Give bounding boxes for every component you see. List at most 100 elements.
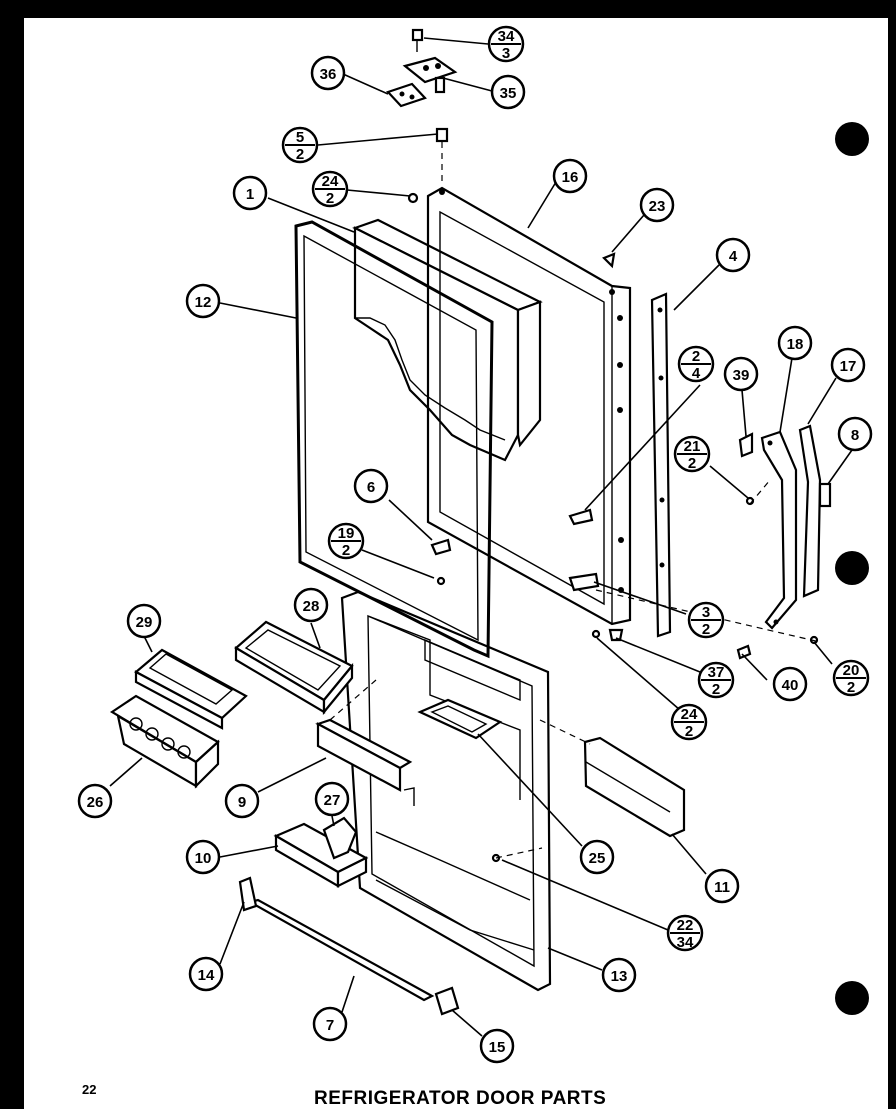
svg-text:3: 3 [502, 45, 510, 62]
callout-34-3: 343 [487, 25, 525, 63]
svg-text:14: 14 [198, 967, 215, 984]
hinge-bushing [435, 127, 449, 143]
svg-text:24: 24 [322, 173, 339, 190]
end-cap-insert [818, 482, 832, 508]
callout-16: 16 [552, 158, 588, 194]
scan-border-top [0, 0, 896, 18]
callout-18: 18 [777, 325, 813, 361]
door-stop-plug [602, 252, 616, 269]
svg-text:11: 11 [714, 879, 730, 896]
callout-8: 8 [837, 416, 873, 452]
svg-text:12: 12 [195, 294, 212, 311]
svg-text:17: 17 [840, 358, 857, 375]
svg-text:9: 9 [238, 794, 246, 811]
callout-40: 40 [772, 666, 808, 702]
svg-text:27: 27 [324, 792, 341, 809]
door-insulation-block [352, 218, 543, 462]
callout-13: 13 [601, 957, 637, 993]
hinge-bracket [402, 56, 458, 94]
svg-text:34: 34 [677, 934, 694, 951]
svg-text:2: 2 [296, 146, 304, 163]
callout-27: 27 [314, 781, 350, 817]
binder-hole-middle [835, 551, 869, 585]
callout-17: 17 [830, 347, 866, 383]
retainer-screw [436, 576, 446, 586]
shelf-front [315, 718, 415, 806]
bin-clip [322, 816, 358, 860]
door-stop [568, 508, 594, 526]
svg-text:24: 24 [681, 706, 698, 723]
svg-text:23: 23 [649, 198, 666, 215]
dairy-cover [134, 648, 248, 730]
hinge-shim [386, 82, 427, 108]
svg-text:40: 40 [782, 677, 799, 694]
svg-text:2: 2 [685, 723, 693, 740]
callout-1: 1 [232, 175, 268, 211]
svg-text:15: 15 [489, 1039, 506, 1056]
bottom-trim [247, 898, 435, 1002]
callout-20-2: 202 [832, 659, 870, 697]
binder-hole-bottom [835, 981, 869, 1015]
outer-door-panel [426, 186, 632, 626]
page-number: 22 [82, 1082, 97, 1097]
callout-26: 26 [77, 783, 113, 819]
callout-10: 10 [185, 839, 221, 875]
svg-text:6: 6 [367, 479, 375, 496]
svg-text:25: 25 [589, 850, 606, 867]
door-handle [760, 430, 798, 630]
callout-14: 14 [188, 956, 224, 992]
svg-text:35: 35 [500, 85, 517, 102]
svg-text:4: 4 [729, 248, 738, 265]
leader-lines [109, 37, 853, 1037]
svg-text:29: 29 [136, 614, 153, 631]
callout-39: 39 [723, 356, 759, 392]
svg-text:3: 3 [702, 604, 710, 621]
callout-29: 29 [126, 603, 162, 639]
callout-2-4: 24 [677, 345, 715, 383]
callout-12: 12 [185, 283, 221, 319]
svg-text:2: 2 [692, 348, 700, 365]
egg-rack [109, 694, 220, 789]
svg-text:4: 4 [692, 365, 701, 382]
shelf-bar [583, 736, 686, 838]
svg-text:2: 2 [342, 542, 350, 559]
svg-text:19: 19 [338, 525, 355, 542]
handle-mount-screw [736, 644, 752, 660]
callout-23: 23 [639, 187, 675, 223]
svg-text:36: 36 [320, 66, 337, 83]
svg-text:2: 2 [688, 455, 696, 472]
svg-text:18: 18 [787, 336, 804, 353]
callout-3-2: 32 [687, 601, 725, 639]
trim-end-cap-right [434, 986, 460, 1016]
callout-4: 4 [715, 237, 751, 273]
svg-text:7: 7 [326, 1017, 334, 1034]
hinge-pin-plug [407, 192, 419, 204]
svg-text:39: 39 [733, 367, 750, 384]
binder-hole-top [835, 122, 869, 156]
svg-text:21: 21 [684, 438, 701, 455]
callout-24-2-top: 242 [311, 170, 349, 208]
callout-21-2: 212 [673, 435, 711, 473]
gasket-retainer [430, 538, 452, 556]
svg-text:37: 37 [708, 664, 725, 681]
callout-28: 28 [293, 587, 329, 623]
door-gasket [294, 220, 494, 659]
svg-text:5: 5 [296, 129, 304, 146]
butter-dish [234, 620, 354, 716]
callout-7: 7 [312, 1006, 348, 1042]
door-liner [340, 590, 552, 992]
hinge-screw [411, 28, 424, 52]
callout-19-2: 192 [327, 522, 365, 560]
callout-6: 6 [353, 468, 389, 504]
page-title: REFRIGERATOR DOOR PARTS [314, 1088, 607, 1109]
svg-text:2: 2 [326, 190, 334, 207]
svg-text:16: 16 [562, 169, 579, 186]
door-shelf [417, 698, 503, 740]
cam [568, 572, 600, 592]
svg-text:34: 34 [498, 28, 515, 45]
handle-cap [798, 424, 822, 598]
callout-15: 15 [479, 1028, 515, 1064]
handle-clip [738, 432, 754, 458]
callout-25: 25 [579, 839, 615, 875]
